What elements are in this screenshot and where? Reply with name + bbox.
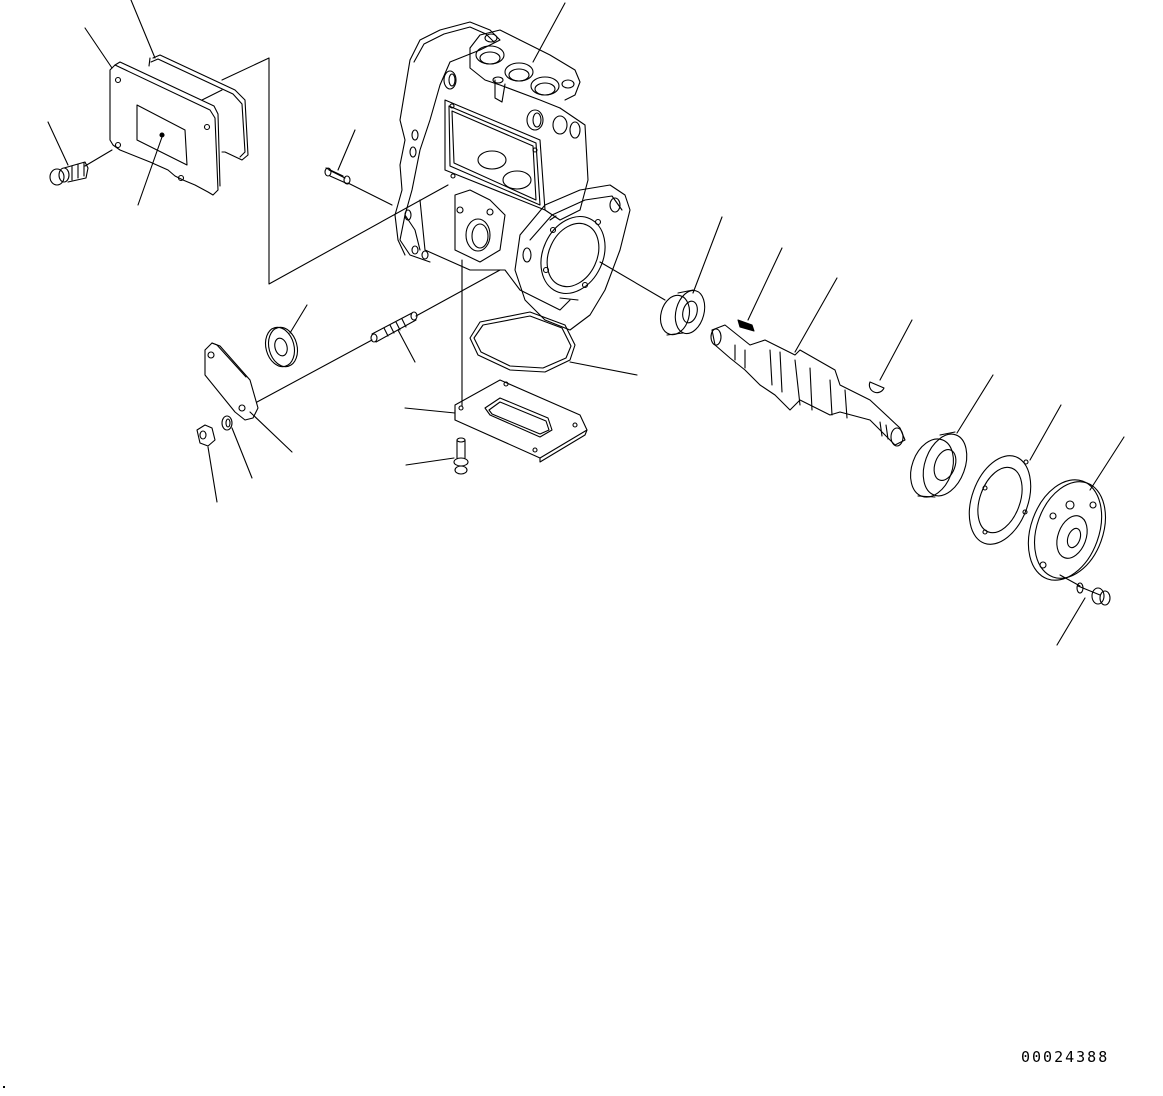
bearing-cover (1027, 479, 1106, 581)
woodruff-key-2 (868, 381, 885, 394)
camshaft (710, 324, 906, 447)
pump-housing (394, 21, 631, 331)
end-gasket (968, 455, 1032, 545)
drawing-number: 00024388 (1021, 1048, 1110, 1066)
side-plate (204, 342, 259, 421)
o-ring (469, 311, 576, 373)
scan-artifact (3, 1086, 5, 1088)
bottom-cover-bolt (453, 437, 469, 475)
oil-seal (264, 326, 299, 368)
front-bearing (659, 289, 706, 336)
nut (196, 424, 216, 447)
woodruff-key-1 (737, 319, 755, 332)
cover-gasket (148, 54, 249, 161)
stud (370, 311, 418, 343)
bearing-cover-bolt (1076, 582, 1111, 606)
leader-lines (47, 0, 1125, 646)
bottom-cover (454, 379, 588, 463)
washer (221, 415, 233, 431)
cover-bolt (49, 161, 89, 186)
dowel-pin (324, 167, 351, 185)
inspection-cover-plate (109, 61, 221, 196)
rear-bearing (910, 431, 968, 498)
